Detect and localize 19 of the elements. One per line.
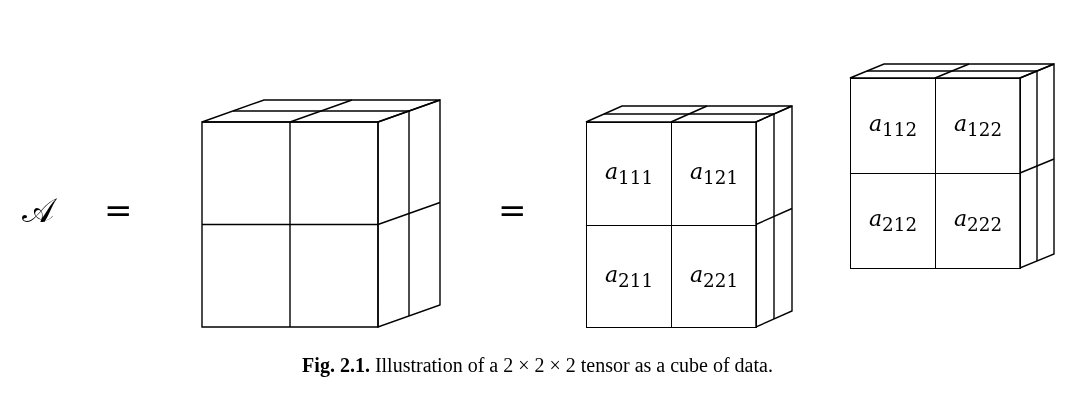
entry-label: a$_{211}$ xyxy=(604,261,654,291)
tensor-cell xyxy=(586,224,672,328)
figure-caption: Fig. 2.1. Illustration of a 2 × 2 × 2 tensor as a cube of data. xyxy=(302,354,773,376)
equals-sign: = xyxy=(498,190,527,230)
entry-label: a$_{222}$ xyxy=(953,206,1003,236)
entry-label: a$_{212}$ xyxy=(868,206,918,236)
entry-label: a$_{111}$ xyxy=(604,159,654,189)
tensor-cell xyxy=(671,122,757,226)
entry-label: a$_{221}$ xyxy=(689,261,739,291)
entry-label: a$_{122}$ xyxy=(953,111,1003,141)
entry-label: a$_{112}$ xyxy=(868,111,918,141)
tensor-cell xyxy=(586,122,672,226)
equals-sign: = xyxy=(104,190,133,230)
tensor-cell xyxy=(850,173,936,269)
entry-label: a$_{121}$ xyxy=(689,159,739,189)
tensor-cell xyxy=(935,78,1021,174)
tensor-cell xyxy=(671,224,757,328)
tensor-cell xyxy=(935,173,1021,269)
tensor-cell xyxy=(850,78,936,174)
